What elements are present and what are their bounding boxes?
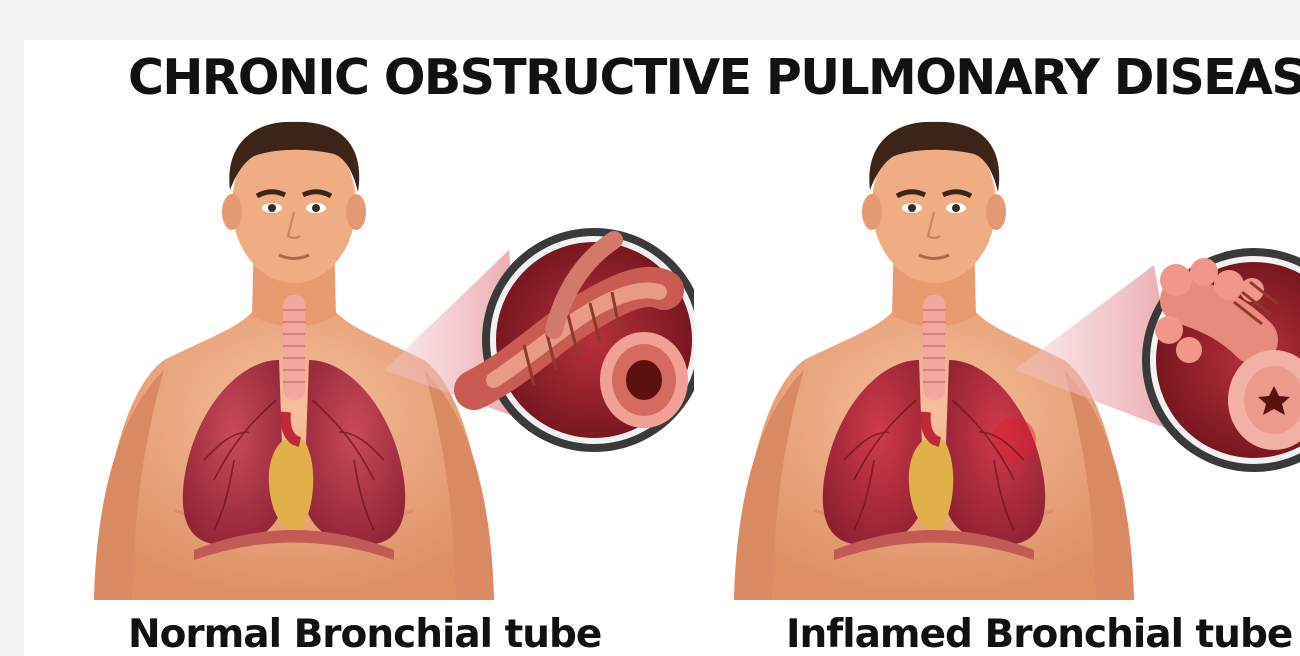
- illustration-card: CHRONIC OBSTRUCTIVE PULMONARY DISEASE: [24, 40, 1300, 656]
- inflamed-figure: [714, 40, 1300, 620]
- ear-left: [222, 194, 242, 230]
- caption-normal: Normal Bronchial tube: [128, 612, 601, 656]
- ear-right: [986, 194, 1006, 230]
- ear-right: [346, 194, 366, 230]
- magnified-bronchus-inflamed: [1142, 248, 1300, 472]
- inflammation-spot: [992, 418, 1036, 462]
- normal-figure: [54, 40, 694, 620]
- caption-inflamed: Inflamed Bronchial tube: [786, 612, 1292, 656]
- ear-left: [862, 194, 882, 230]
